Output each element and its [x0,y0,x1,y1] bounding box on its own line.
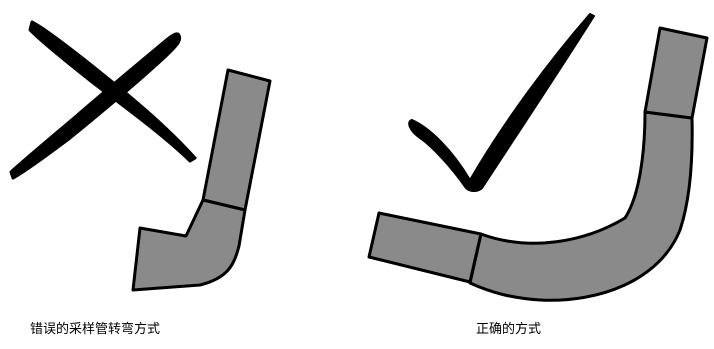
caption-correct-bend: 正确的方式 [476,322,542,337]
wrong-pipe-vertical-segment [201,68,272,212]
correct-bent-pipe [367,26,709,302]
correct-pipe-straight-segment [367,211,483,284]
correct-pipe-vertical-segment [643,26,709,120]
caption-wrong-bend: 错误的采样管转弯方式 [30,322,161,337]
correct-check-mark [408,13,595,192]
wrong-pipe-elbow-segment [131,198,247,292]
wrong-x-mark [9,20,197,180]
wrong-bent-pipe [131,68,272,292]
correct-pipe-curved-segment [468,110,694,302]
